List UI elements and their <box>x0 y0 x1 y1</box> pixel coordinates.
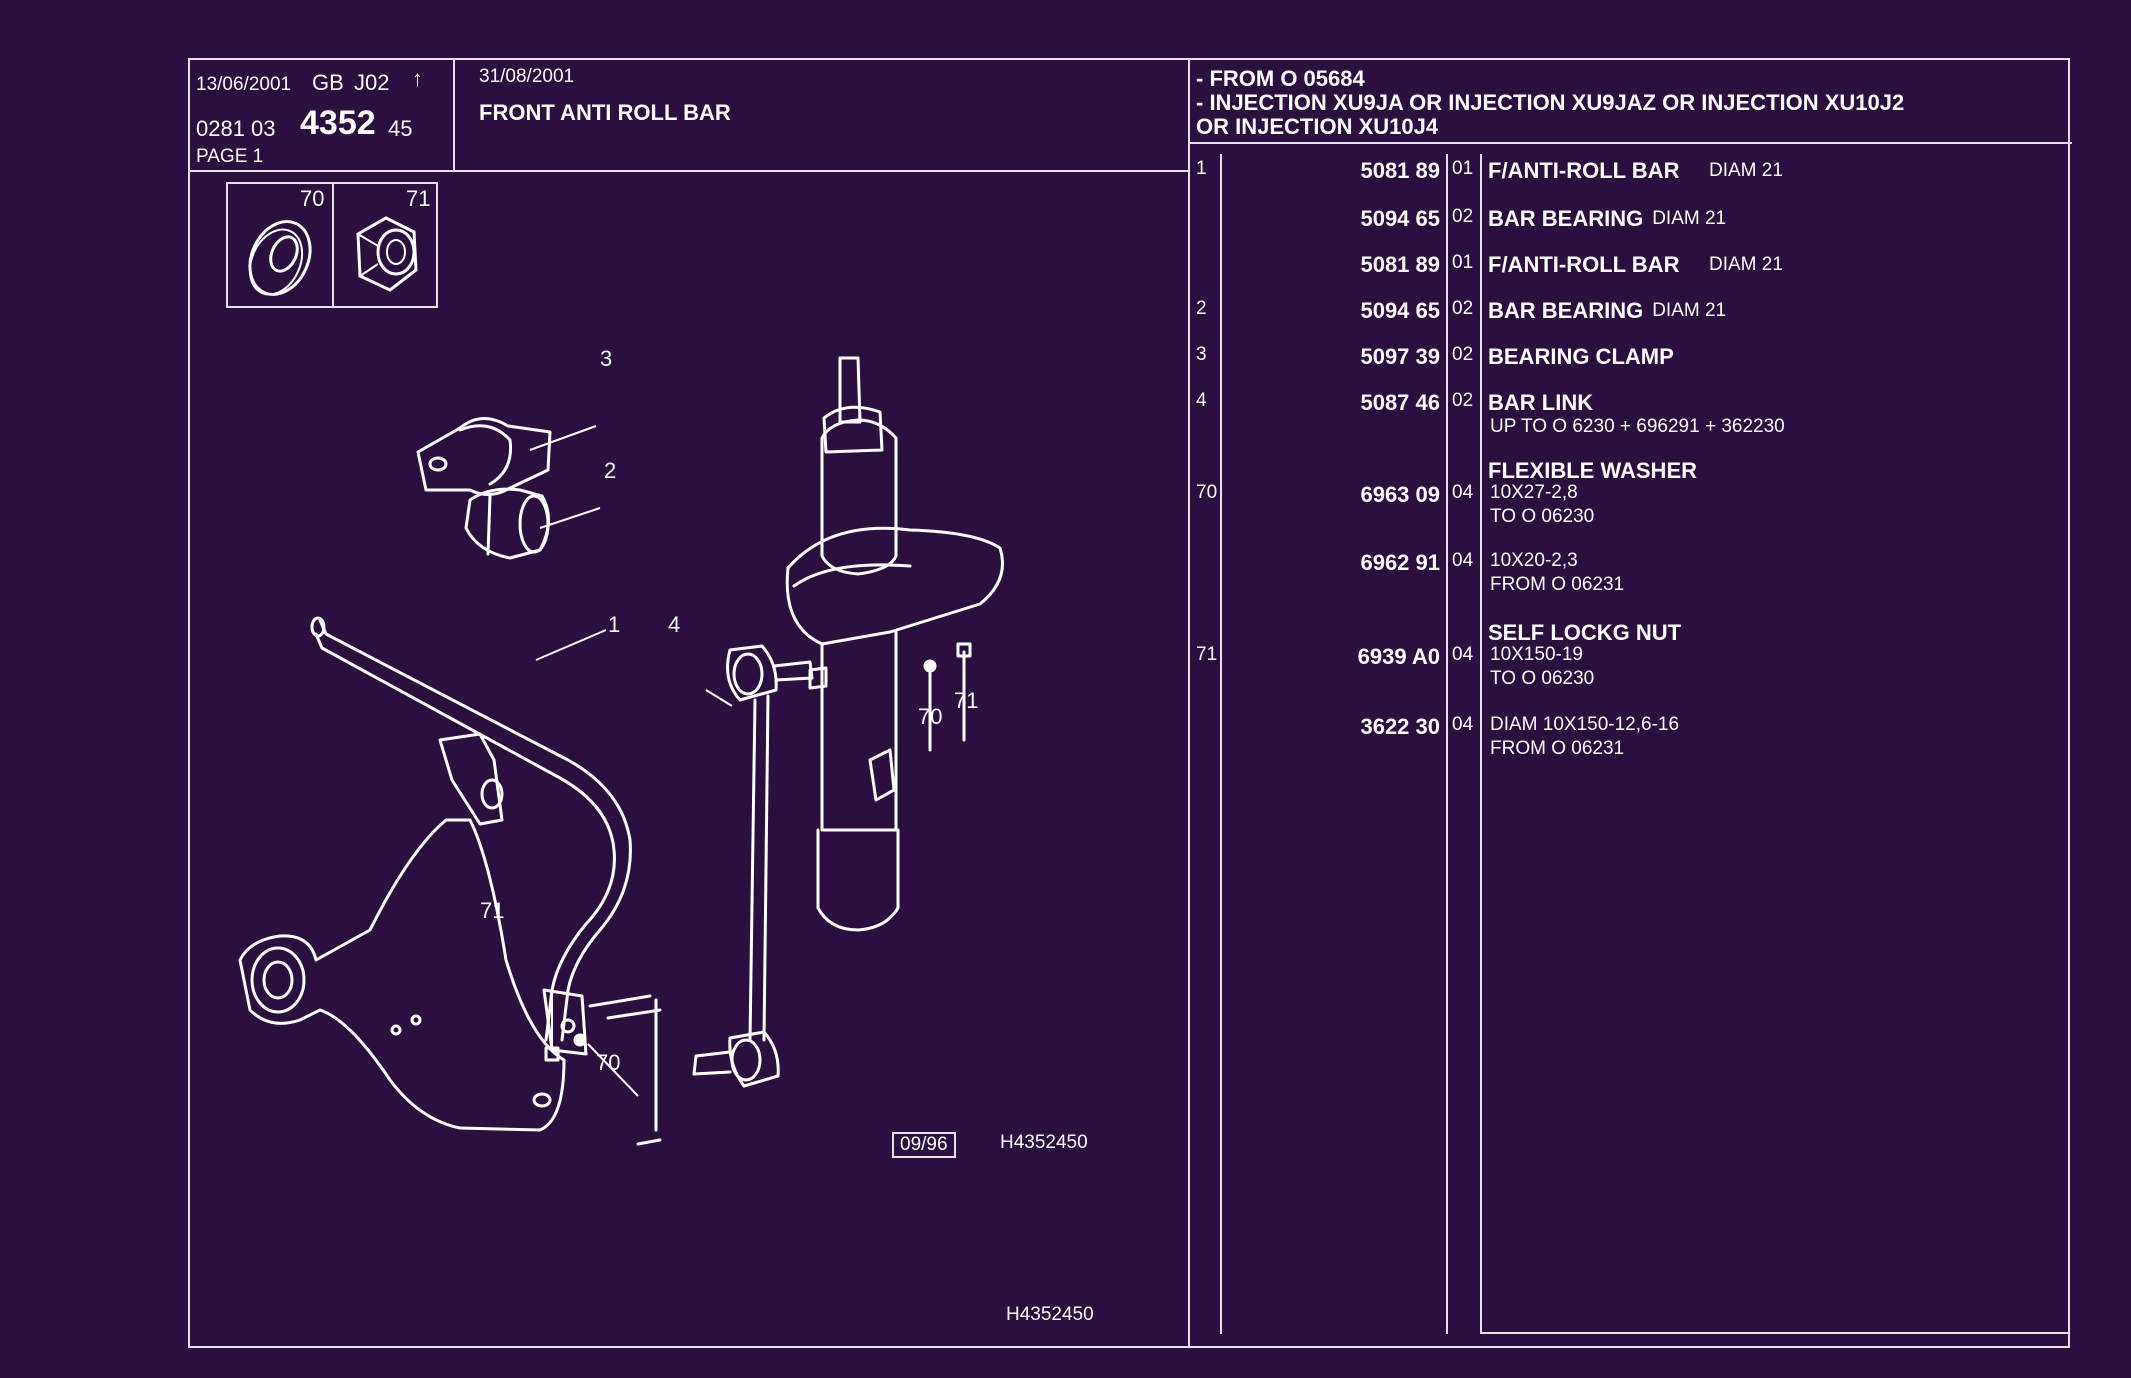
reference-suffix: 45 <box>388 116 413 141</box>
condition-line-2: - INJECTION XU9JA OR INJECTION XU9JAZ OR… <box>1196 90 1905 115</box>
callout-1: 1 <box>608 612 621 637</box>
part-name: FLEXIBLE WASHER <box>1488 458 1698 483</box>
legend-divider <box>332 184 334 306</box>
legend-box: 70 71 <box>226 182 438 308</box>
item-number: 71 <box>1196 644 1218 665</box>
up-arrow-icon: ↑ <box>412 66 423 91</box>
anti-roll-bar-shape <box>310 616 632 1042</box>
leader-4 <box>705 689 733 707</box>
part-reference: 3622 30 <box>1360 714 1440 739</box>
quantity: 02 <box>1452 298 1474 319</box>
leader-2 <box>539 507 601 529</box>
part-reference: 5094 65 <box>1360 298 1440 323</box>
quantity: 01 <box>1452 158 1474 179</box>
part-reference: 5081 89 <box>1360 158 1440 183</box>
quantity: 01 <box>1452 252 1474 273</box>
part-spec: DIAM 21 <box>1652 300 1727 321</box>
quantity: 02 <box>1452 390 1474 411</box>
table-bottom-line <box>1480 1332 2070 1334</box>
part-name: F/ANTI-ROLL BAR <box>1488 158 1680 183</box>
table-left-border <box>1188 144 1190 1348</box>
quantity: 04 <box>1452 482 1474 503</box>
item-number: 3 <box>1196 344 1207 365</box>
part-note: 10X20-2,3 <box>1490 550 1578 571</box>
part-name: SELF LOCKG NUT <box>1488 620 1682 645</box>
bearing-clamp-shape <box>416 417 552 496</box>
update-date: 31/08/2001 <box>479 66 575 87</box>
washer-icon <box>248 220 312 296</box>
part-note: FROM O 06231 <box>1490 738 1625 759</box>
part-reference: 6962 91 <box>1360 550 1440 575</box>
item-number: 2 <box>1196 298 1207 319</box>
lower-arm-shape <box>238 732 566 1132</box>
part-note: TO O 06230 <box>1490 668 1595 689</box>
header-reference-box: 13/06/2001 GB J02 ↑ 0281 03 4352 45 PAGE… <box>190 60 455 172</box>
part-spec: DIAM 21 <box>1652 208 1727 229</box>
part-name: BAR BEARING <box>1488 298 1644 323</box>
issue-date: 13/06/2001 <box>196 74 292 95</box>
callout-70-arm: 70 <box>596 1050 621 1075</box>
part-spec: DIAM 21 <box>1709 160 1783 181</box>
drawing-reference-bottom: H4352450 <box>1006 1304 1094 1325</box>
part-reference: 6939 A0 <box>1357 644 1440 669</box>
callout-2: 2 <box>604 458 617 483</box>
part-reference: 5097 39 <box>1360 344 1440 369</box>
part-note: UP TO O 6230 + 696291 + 362230 <box>1490 416 1785 437</box>
nut-icon <box>356 216 418 292</box>
part-note: 10X27-2,8 <box>1490 482 1578 503</box>
qty-column-divider <box>1480 154 1482 1334</box>
callout-70-strut: 70 <box>918 704 943 729</box>
condition-line-3: OR INJECTION XU10J4 <box>1196 114 1439 139</box>
part-reference: 6963 09 <box>1360 482 1440 507</box>
part-name: BAR BEARING <box>1488 206 1644 231</box>
strut-shape <box>785 356 1004 932</box>
drawing-reference: H4352450 <box>1000 1132 1088 1153</box>
part-note: TO O 06230 <box>1490 506 1595 527</box>
part-note: FROM O 06231 <box>1490 574 1625 595</box>
part-reference: 5087 46 <box>1360 390 1440 415</box>
part-reference: 5081 89 <box>1360 252 1440 277</box>
part-name: BAR LINK <box>1488 390 1594 415</box>
parts-sheet: 13/06/2001 GB J02 ↑ 0281 03 4352 45 PAGE… <box>188 58 2072 1348</box>
item-number: 1 <box>1196 158 1207 179</box>
leader-1 <box>535 629 607 661</box>
section-code: J02 <box>354 70 390 95</box>
header-title-box: 31/08/2001 FRONT ANTI ROLL BAR <box>455 60 1188 172</box>
quantity: 02 <box>1452 206 1474 227</box>
callout-71-strut: 71 <box>954 688 979 713</box>
legend-number-70: 70 <box>300 186 325 211</box>
quantity: 04 <box>1452 644 1474 665</box>
quantity: 04 <box>1452 550 1474 571</box>
callout-3: 3 <box>600 346 613 371</box>
leader-70-arm <box>587 1043 639 1097</box>
part-spec: DIAM 21 <box>1709 254 1783 275</box>
part-reference: 5094 65 <box>1360 206 1440 231</box>
reference-prefix: 0281 03 <box>196 116 276 141</box>
bar-bearing-shape <box>464 487 550 560</box>
language-code: GB <box>312 70 344 95</box>
part-name: F/ANTI-ROLL BAR <box>1488 252 1680 277</box>
item-number: 4 <box>1196 390 1207 411</box>
ref-column-divider <box>1446 154 1448 1334</box>
drawing-date-box: 09/96 <box>892 1132 956 1158</box>
reference-main: 4352 <box>300 104 376 142</box>
quantity: 04 <box>1452 714 1474 735</box>
legend-number-71: 71 <box>406 186 431 211</box>
condition-line-1: - FROM O 05684 <box>1196 66 1365 91</box>
page-title: FRONT ANTI ROLL BAR <box>479 100 731 125</box>
part-note: DIAM 10X150-12,6-16 <box>1490 714 1680 735</box>
leader-3 <box>529 425 597 451</box>
callout-71-arm: 71 <box>480 898 505 923</box>
header-conditions-box: - FROM O 05684 - INJECTION XU9JA OR INJE… <box>1188 60 2072 144</box>
item-column-divider <box>1220 154 1222 1334</box>
part-note: 10X150-19 <box>1490 644 1583 665</box>
item-number: 70 <box>1196 482 1218 503</box>
bar-link-shape <box>692 644 814 1088</box>
part-name: BEARING CLAMP <box>1488 344 1674 369</box>
exploded-view-drawing <box>238 356 1004 1146</box>
table-right-border <box>2068 154 2070 1334</box>
page-number: PAGE 1 <box>196 146 264 167</box>
quantity: 02 <box>1452 344 1474 365</box>
callout-4: 4 <box>668 612 681 637</box>
